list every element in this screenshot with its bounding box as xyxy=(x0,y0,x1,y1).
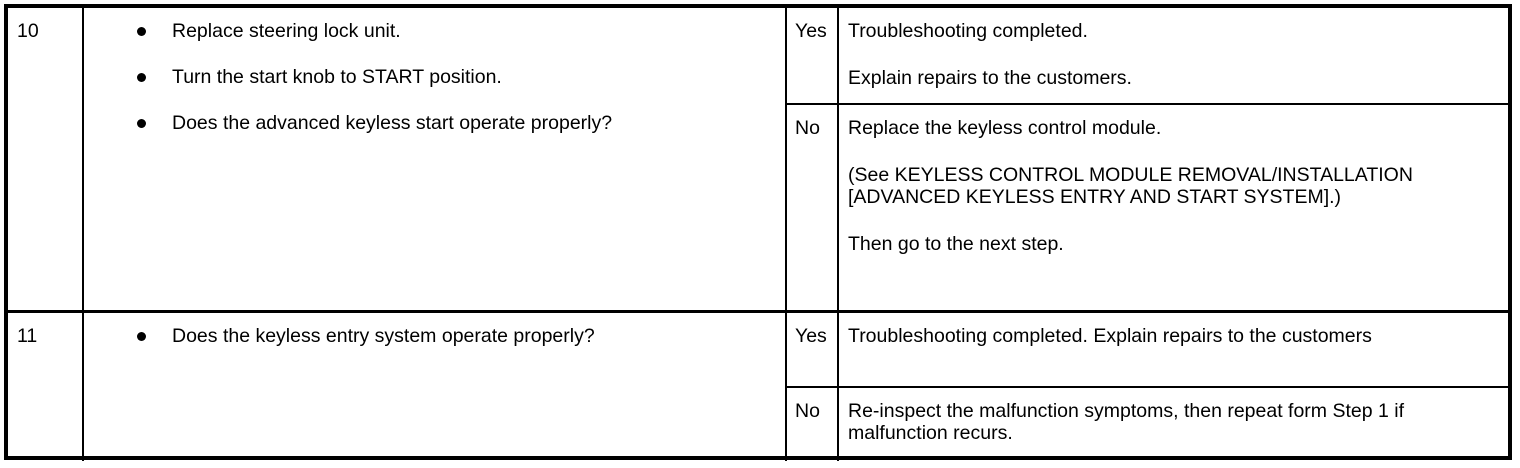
result-paragraph: Explain repairs to the customers. xyxy=(848,67,1132,89)
list-item: Does the advanced keyless start operate … xyxy=(84,112,785,158)
result-paragraph: Troubleshooting completed. xyxy=(848,20,1088,42)
action-text: Does the keyless entry system operate pr… xyxy=(172,325,595,347)
answer-label: Yes xyxy=(795,20,827,42)
action-text: Does the advanced keyless start operate … xyxy=(172,112,613,134)
troubleshooting-table: 10 Replace steering lock unit. Turn the … xyxy=(4,4,1512,461)
bullet-dot-icon xyxy=(137,332,146,341)
step-number: 10 xyxy=(17,20,39,42)
step-number: 11 xyxy=(17,325,38,347)
answer-label-cell: No xyxy=(787,388,839,461)
bullet-dot-icon xyxy=(137,73,146,82)
answer-label-cell: No xyxy=(787,105,839,313)
answer-row-yes: Yes Troubleshooting completed. Explain r… xyxy=(787,313,1508,388)
answer-row-no: No Re-inspect the malfunction symptoms, … xyxy=(787,388,1508,461)
answer-label: Yes xyxy=(795,325,827,347)
answer-row-yes: Yes Troubleshooting completed. Explain r… xyxy=(787,8,1508,105)
list-item: Replace steering lock unit. xyxy=(84,20,785,66)
result-paragraph: Re-inspect the malfunction symptoms, the… xyxy=(848,400,1405,444)
step-action-cell: Does the keyless entry system operate pr… xyxy=(84,313,787,461)
step-action-cell: Replace steering lock unit. Turn the sta… xyxy=(84,8,787,310)
table-row: 10 Replace steering lock unit. Turn the … xyxy=(8,8,1508,313)
answer-label: No xyxy=(795,400,820,422)
answer-label-cell: Yes xyxy=(787,313,839,386)
answer-label-cell: Yes xyxy=(787,8,839,103)
list-item: Turn the start knob to START position. xyxy=(84,66,785,112)
action-bullet-list: Does the keyless entry system operate pr… xyxy=(84,325,785,371)
bullet-dot-icon xyxy=(137,27,146,36)
action-text: Replace steering lock unit. xyxy=(172,20,401,42)
answer-result-cell: Replace the keyless control module. (See… xyxy=(839,117,1508,255)
result-paragraph: Then go to the next step. xyxy=(848,233,1064,255)
answer-label: No xyxy=(795,117,820,139)
step-number-cell: 10 xyxy=(8,8,84,310)
result-paragraph: Troubleshooting completed. Explain repai… xyxy=(848,325,1372,347)
step-answers-cell: Yes Troubleshooting completed. Explain r… xyxy=(787,8,1508,313)
table-row: 11 Does the keyless entry system operate… xyxy=(8,313,1508,461)
step-answers-cell: Yes Troubleshooting completed. Explain r… xyxy=(787,313,1508,461)
result-paragraph: Replace the keyless control module. xyxy=(848,117,1162,139)
step-number-cell: 11 xyxy=(8,313,84,461)
answer-result-cell: Troubleshooting completed. Explain repai… xyxy=(839,20,1508,89)
answer-result-cell: Re-inspect the malfunction symptoms, the… xyxy=(839,400,1508,444)
answer-result-cell: Troubleshooting completed. Explain repai… xyxy=(839,325,1508,347)
answer-row-no: No Replace the keyless control module. (… xyxy=(787,105,1508,313)
result-reference-paragraph: (See KEYLESS CONTROL MODULE REMOVAL/INST… xyxy=(848,164,1413,208)
action-text: Turn the start knob to START position. xyxy=(172,66,502,88)
list-item: Does the keyless entry system operate pr… xyxy=(84,325,785,371)
action-bullet-list: Replace steering lock unit. Turn the sta… xyxy=(84,20,785,158)
bullet-dot-icon xyxy=(137,119,146,128)
